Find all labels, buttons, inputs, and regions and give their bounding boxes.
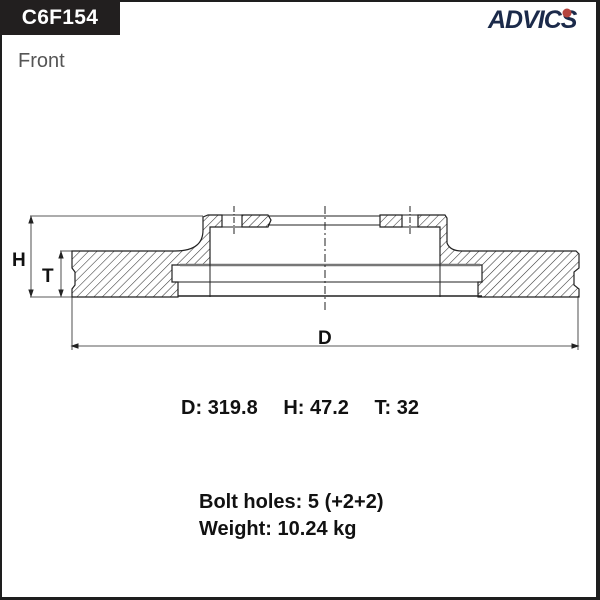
bolt-holes-line: Bolt holes: 5 (+2+2) <box>199 489 384 516</box>
brand-dot-icon <box>562 8 572 18</box>
spec-diameter-label: D: <box>181 397 203 419</box>
part-code-badge: C6F154 <box>0 0 120 35</box>
spec-thickness: T: 32 <box>374 397 418 419</box>
disc-cross-section-drawing: H T D <box>12 206 580 350</box>
weight-value: 10.24 kg <box>277 518 357 540</box>
additional-specs: Bolt holes: 5 (+2+2) Weight: 10.24 kg <box>199 489 384 543</box>
spec-thickness-label: T: <box>374 397 392 419</box>
spec-diameter-value: 319.8 <box>207 397 258 419</box>
dimension-label-d: D <box>318 328 332 349</box>
spec-height-value: 47.2 <box>309 397 349 419</box>
spec-thickness-value: 32 <box>396 397 419 419</box>
spec-diameter: D: 319.8 <box>181 397 258 419</box>
dimension-label-t: T <box>42 266 54 287</box>
bolt-holes-label: Bolt holes: <box>199 491 303 513</box>
dimension-label-h: H <box>12 250 26 271</box>
spec-height-label: H: <box>283 397 305 419</box>
position-label: Front <box>18 50 65 72</box>
weight-line: Weight: 10.24 kg <box>199 516 384 543</box>
weight-label: Weight: <box>199 518 272 540</box>
bolt-holes-value: 5 (+2+2) <box>307 491 384 513</box>
spec-height: H: 47.2 <box>283 397 349 419</box>
advics-logo: ADVICS <box>487 6 579 32</box>
dimension-specs: D: 319.8 H: 47.2 T: 32 <box>0 397 600 420</box>
